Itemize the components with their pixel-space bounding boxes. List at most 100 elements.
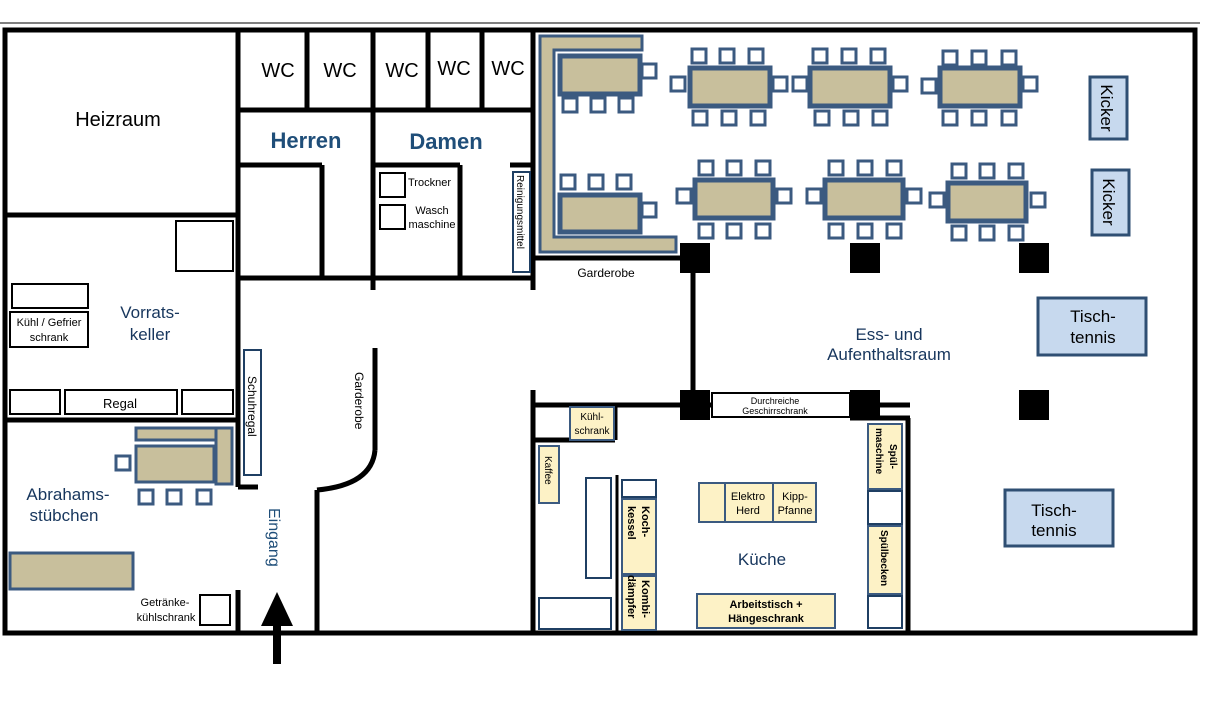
stuebchen-bench-side [214,426,234,486]
tischtennis-1-label-1: Tisch- [1070,307,1116,326]
dining-table [557,192,643,235]
dining-table [807,65,893,109]
kochinsel [698,482,817,523]
essraum-label-2: Aufenthaltsraum [827,345,951,364]
tischtennis-1-label-2: tennis [1070,328,1115,347]
getraenke-label-2: kühlschrank [137,612,196,624]
vorratskeller-label-1: Vorrats- [120,303,180,322]
damen-label: Damen [409,129,482,154]
kitchen-cabinet [867,595,903,629]
kochkessel-label-1: Koch- [639,506,651,538]
durchreiche-label-1: Durchreiche [751,396,800,406]
schuhregal-label: Schuhregal [245,376,259,437]
tischtennis-2-label-2: tennis [1031,521,1076,540]
kueche-label: Küche [738,550,786,569]
arbeitstisch-label-1: Arbeitstisch + [729,599,802,611]
getraenke-kuehlschrank [199,594,231,626]
dining-tables [557,53,1029,235]
kombidaempfer-label-1: Kombi- [639,580,651,618]
kombidaempfer-label-2: dämpfer [625,575,637,619]
wc-label-1: WC [261,60,294,82]
trockner-label: Trockner [408,177,451,189]
outer-wall [2,27,1198,636]
elektroherd-label-1: Elektro [731,491,765,503]
kicker-label-1: Kicker [1097,84,1116,132]
reinigungsmittel-shelf [512,171,531,273]
dining-table [687,65,773,109]
durchreiche-label-2: Geschirrschrank [742,406,808,416]
dining-table [945,180,1029,224]
schuhregal-shelf [243,349,262,476]
tischtennis-table-2 [1003,488,1115,548]
kippfanne-label-1: Kipp- [782,491,808,503]
regal-right [181,389,234,415]
kippfanne-label-2: Pfanne [778,505,813,517]
spuelmaschine-label-1: Spül- [887,444,898,469]
kaffee [538,445,560,504]
regal-label: Regal [103,396,137,411]
kitchen-cabinet [867,490,903,525]
regal-middle [64,389,178,415]
spuelbecken-label: Spülbecken [878,530,889,586]
stuebchen-chair [165,488,183,506]
stuebchen-chair [137,488,155,506]
spuelbecken [867,525,903,595]
kombidaempfer [621,575,657,631]
kochkessel-label-2: kessel [625,506,637,540]
kuehl-gefrier-label-2: schrank [30,332,69,344]
dining-table [822,177,906,221]
kicker-table-2 [1090,168,1131,237]
dining-table [557,53,643,97]
eingang-label: Eingang [265,508,282,567]
waschmaschine-label-1: Wasch [415,205,448,217]
stuebchen-chair [114,454,132,472]
waschmaschine-label-2: maschine [408,219,455,231]
kuehl-gefrier-top [11,283,89,309]
pillars [680,243,1049,420]
kitchen-counter-bottom [538,597,612,630]
kochkessel-top [621,479,657,498]
tischtennis-table-1 [1036,296,1148,357]
arbeitstisch [696,593,836,629]
abrahams-label-2: stübchen [30,506,99,525]
dining-table [937,65,1023,109]
garderobe-top-label: Garderobe [577,266,635,280]
essraum-label-1: Ess- und [855,325,922,344]
wc-label-2: WC [323,60,356,82]
vorratskeller-label-2: keller [130,325,171,344]
kuehlschrank-label-2: schrank [574,426,610,437]
kuehlschrank [569,406,615,441]
dining-table [692,177,776,221]
spuelmaschine [867,423,903,490]
kuehl-gefrier-schrank [9,311,89,348]
entrance-arrow-shaft [273,624,281,664]
kochkessel [621,498,657,575]
kicker-label-2: Kicker [1099,178,1118,226]
elektroherd-label-2: Herd [736,505,760,517]
entrance-arrow-icon [261,592,293,626]
herren-label: Herren [271,128,342,153]
stuebchen-chair [195,488,213,506]
trockner [379,172,406,198]
corner-bench [538,34,678,254]
dining-chairs [559,47,1047,242]
wc-label-5: WC [491,58,524,80]
kuehl-gefrier-label-1: Kühl / Gefrier [17,317,82,329]
reinigungsmittel-label: Reinigungsmittel [514,175,525,249]
stuebchen-bench-top [134,426,220,442]
kuehlschrank-label-1: Kühl- [580,412,603,423]
kaffee-label: Kaffee [542,456,553,485]
stuebchen-sideboard [8,551,135,591]
stuebchen-table [134,444,216,484]
wc-label-4: WC [437,58,470,80]
garderobe-side-label: Garderobe [352,372,366,430]
durchreiche-geschirrschrank [711,392,851,418]
kitchen-counter [585,477,612,579]
wc-label-3: WC [385,60,418,82]
getraenke-label-1: Getränke- [141,597,190,609]
kicker-table-1 [1088,75,1129,141]
waschmaschine [379,204,406,230]
regal-left [9,389,61,415]
vorrat-box [175,220,234,272]
